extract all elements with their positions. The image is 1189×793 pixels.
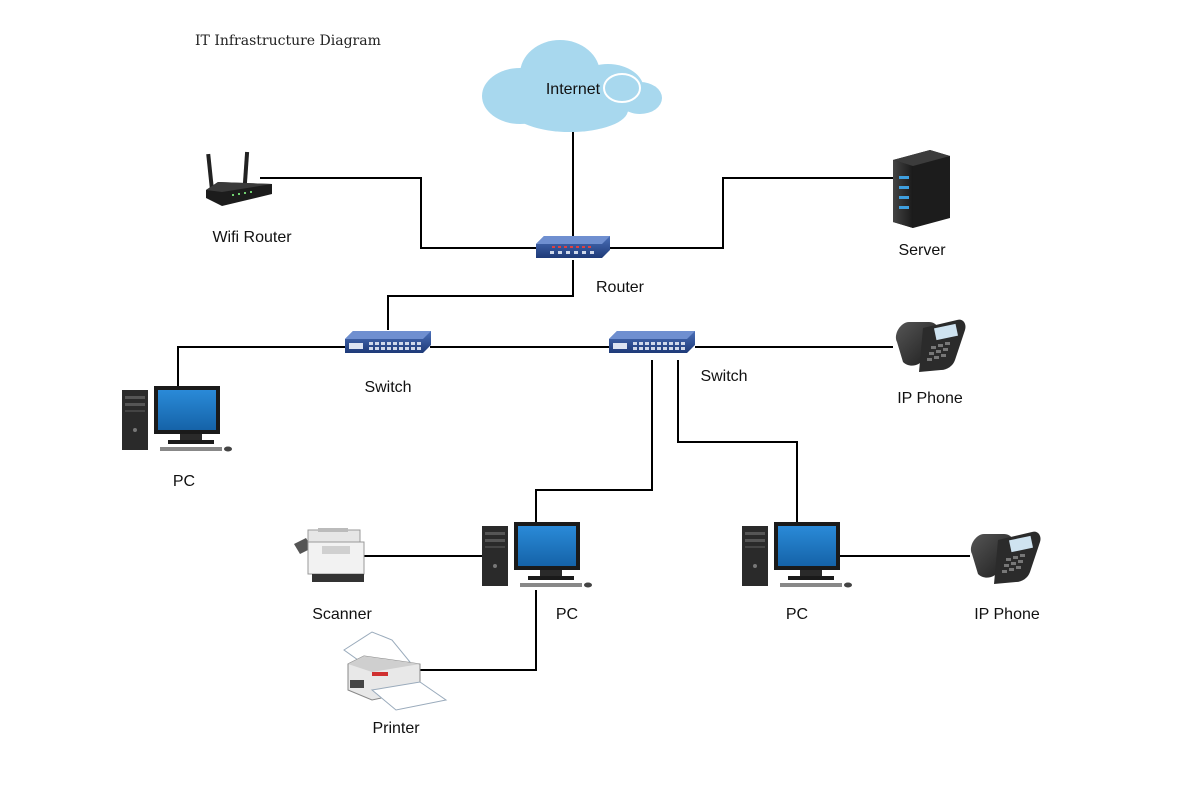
router-icon	[536, 236, 610, 258]
switch-right-label: Switch	[700, 368, 747, 385]
printer-icon	[343, 631, 448, 711]
cloud-icon	[482, 40, 662, 132]
switch-right-node: Switch	[609, 331, 748, 385]
pc-middle-node: PC	[482, 522, 592, 623]
ip-phone-icon	[895, 319, 966, 372]
switch-icon	[345, 331, 431, 353]
internet-label: Internet	[546, 81, 601, 98]
router-label: Router	[596, 279, 645, 296]
ip-phone-icon	[970, 531, 1041, 584]
server-label: Server	[898, 242, 946, 259]
ip-phone-bottom-node: IP Phone	[970, 531, 1041, 623]
wifi-router-node: Wifi Router	[206, 151, 292, 246]
printer-node: Printer	[343, 631, 448, 737]
pc-right-label: PC	[786, 606, 808, 623]
ip-phone-top-label: IP Phone	[897, 390, 963, 407]
wifi-router-label: Wifi Router	[212, 229, 292, 246]
pc-right-node: PC	[742, 522, 852, 623]
printer-label: Printer	[372, 720, 420, 737]
pc-left-label: PC	[173, 473, 195, 490]
server-node: Server	[893, 150, 950, 259]
scanner-node: Scanner	[294, 528, 372, 623]
server-icon	[893, 150, 950, 228]
switch-left-label: Switch	[364, 379, 411, 396]
internet-node: Internet	[482, 40, 662, 132]
pc-middle-label: PC	[556, 606, 578, 623]
switch-icon	[609, 331, 695, 353]
scanner-label: Scanner	[312, 606, 372, 623]
wifi-router-icon	[206, 151, 272, 206]
ip-phone-bottom-label: IP Phone	[974, 606, 1040, 623]
ip-phone-top-node: IP Phone	[895, 319, 966, 407]
pc-left-node: PC	[122, 386, 232, 490]
diagram-title: IT Infrastructure Diagram	[195, 33, 381, 49]
connections	[177, 118, 970, 671]
desktop-pc-icon	[482, 522, 592, 588]
desktop-pc-icon	[122, 386, 232, 452]
desktop-pc-icon	[742, 522, 852, 588]
switch-left-node: Switch	[345, 331, 431, 396]
scanner-icon	[294, 528, 365, 582]
router-node: Router	[536, 236, 645, 296]
